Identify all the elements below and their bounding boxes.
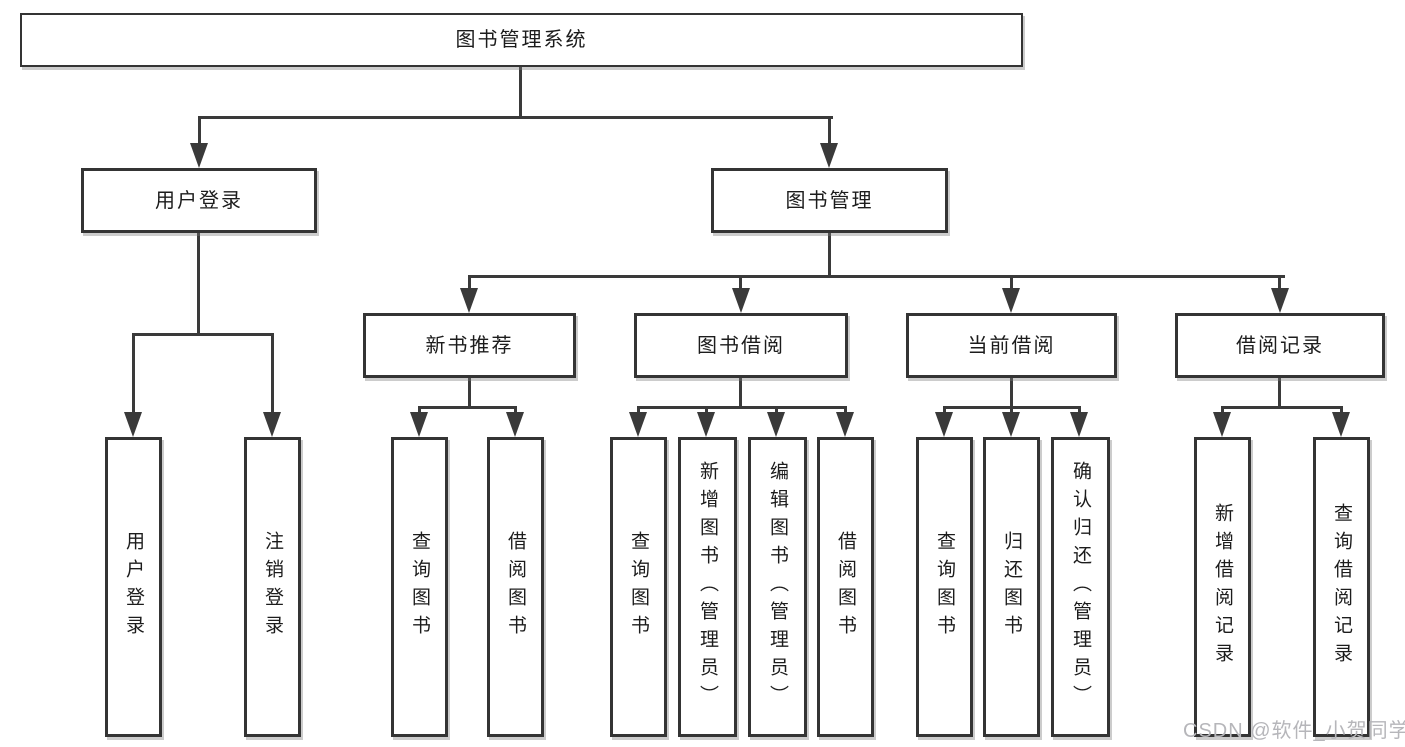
connector-vline <box>132 333 135 415</box>
leaf-query-books-borrow: 查询图书 <box>610 437 667 737</box>
arrowhead-down-icon <box>1271 288 1289 313</box>
node-user-login: 用户登录 <box>81 168 317 233</box>
connector-vline <box>1010 376 1013 408</box>
node-new-book-recommend: 新书推荐 <box>363 313 576 378</box>
arrowhead-down-icon <box>629 412 647 437</box>
connector-hline <box>637 406 847 409</box>
connector-hline <box>198 116 833 119</box>
connector-vline <box>1010 275 1013 293</box>
connector-vline <box>1278 275 1281 293</box>
leaf-return-books: 归还图书 <box>983 437 1040 737</box>
connector-hline <box>132 333 274 336</box>
connector-vline <box>739 376 742 408</box>
arrowhead-down-icon <box>1070 412 1088 437</box>
arrowhead-down-icon <box>263 412 281 437</box>
arrowhead-down-icon <box>1002 288 1020 313</box>
leaf-query-books-current: 查询图书 <box>916 437 973 737</box>
node-label: 图书管理系统 <box>455 29 588 51</box>
node-label: 借阅图书 <box>835 531 856 643</box>
connector-hline <box>1221 406 1343 409</box>
node-label: 查询图书 <box>934 531 955 643</box>
node-label: 当前借阅 <box>967 334 1056 357</box>
leaf-logout: 注销登录 <box>244 437 301 737</box>
node-label: 查询图书 <box>628 531 649 643</box>
node-label: 新增图书（管理员） <box>697 461 718 713</box>
node-borrowing-records: 借阅记录 <box>1175 313 1385 378</box>
node-label: 借阅记录 <box>1236 334 1324 357</box>
arrowhead-down-icon <box>410 412 428 437</box>
connector-vline <box>1278 376 1281 408</box>
node-label: 编辑图书（管理员） <box>767 461 788 713</box>
node-label: 用户登录 <box>155 189 243 212</box>
node-label: 用户登录 <box>123 531 144 643</box>
leaf-borrow-books: 借阅图书 <box>817 437 874 737</box>
arrowhead-down-icon <box>190 143 208 168</box>
node-current-borrowing: 当前借阅 <box>906 313 1117 378</box>
arrowhead-down-icon <box>460 288 478 313</box>
node-label: 借阅图书 <box>505 531 526 643</box>
node-label: 查询图书 <box>409 531 430 643</box>
arrowhead-down-icon <box>820 143 838 168</box>
arrowhead-down-icon <box>1002 412 1020 437</box>
connector-vline <box>828 231 831 277</box>
connector-vline <box>739 275 742 293</box>
node-label: 图书管理 <box>785 189 874 212</box>
leaf-user-login: 用户登录 <box>105 437 162 737</box>
leaf-add-book-admin: 新增图书（管理员） <box>678 437 737 737</box>
leaf-query-borrow-record: 查询借阅记录 <box>1313 437 1370 737</box>
leaf-borrow-books-recommend: 借阅图书 <box>487 437 544 737</box>
leaf-add-borrow-record: 新增借阅记录 <box>1194 437 1251 737</box>
arrowhead-down-icon <box>124 412 142 437</box>
node-label: 图书借阅 <box>697 334 785 357</box>
csdn-watermark: CSDN @软件_小贺同学 <box>1183 720 1405 742</box>
arrowhead-down-icon <box>1332 412 1350 437</box>
leaf-edit-book-admin: 编辑图书（管理员） <box>748 437 807 737</box>
node-book-management: 图书管理 <box>711 168 948 233</box>
node-book-borrowing: 图书借阅 <box>634 313 848 378</box>
node-label: 注销登录 <box>262 531 283 643</box>
node-label: 查询借阅记录 <box>1331 503 1352 671</box>
connector-vline <box>198 116 201 150</box>
arrowhead-down-icon <box>697 412 715 437</box>
connector-vline <box>468 275 471 293</box>
connector-vline <box>271 333 274 415</box>
arrowhead-down-icon <box>506 412 524 437</box>
arrowhead-down-icon <box>836 412 854 437</box>
node-label: 归还图书 <box>1001 531 1022 643</box>
arrowhead-down-icon <box>732 288 750 313</box>
connector-vline <box>197 231 200 335</box>
node-label: 新增借阅记录 <box>1212 503 1233 671</box>
connector-vline <box>468 376 471 408</box>
connector-vline <box>828 116 831 150</box>
connector-hline <box>468 275 1285 278</box>
node-label: 确认归还（管理员） <box>1070 461 1091 713</box>
leaf-query-books-recommend: 查询图书 <box>391 437 448 737</box>
leaf-confirm-return-admin: 确认归还（管理员） <box>1051 437 1110 737</box>
node-label: 新书推荐 <box>425 334 514 357</box>
arrowhead-down-icon <box>1213 412 1231 437</box>
connector-vline <box>519 65 522 118</box>
connector-hline <box>418 406 517 409</box>
arrowhead-down-icon <box>767 412 785 437</box>
arrowhead-down-icon <box>935 412 953 437</box>
node-root-library-system: 图书管理系统 <box>20 13 1023 67</box>
